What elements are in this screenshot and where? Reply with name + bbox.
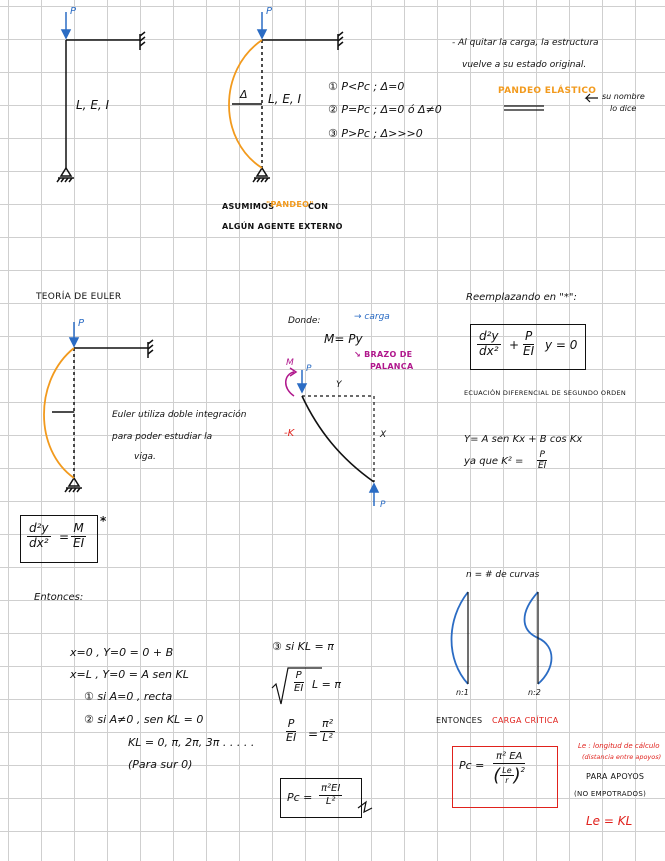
case-2: ② P=Pc ; Δ=0 ó Δ≠0 xyxy=(328,103,442,116)
critical-pc-lhs: Pc = xyxy=(459,759,485,772)
frame-2-buckled-shape xyxy=(228,39,263,169)
reemp-solution: Y= A sen Kx + B cos Kx xyxy=(464,434,583,445)
asumimos-quote: "PANDEO" xyxy=(266,200,314,209)
reemplazando-equation-box: d²y dx² + P EI y = 0 xyxy=(470,324,586,370)
pen-flourish xyxy=(357,800,373,814)
caso3-sqrt-rest: L = π xyxy=(312,678,341,691)
curva-n1 xyxy=(450,591,469,685)
reemp-ya-que: ya que K² = xyxy=(464,456,524,467)
para-apoyos: PARA APOYOS xyxy=(586,772,645,781)
note-arrow xyxy=(584,93,598,103)
entonces-title: Entonces: xyxy=(34,592,84,603)
curvas-title: n = # de curvas xyxy=(466,570,540,580)
euler-load-arrow xyxy=(68,322,80,348)
pandeo-elastico-label: PANDEO ELÁSTICO xyxy=(498,86,597,96)
asumimos-suffix: CON xyxy=(308,202,329,211)
donde-p-top: P xyxy=(306,364,312,374)
critical-load-box: Pc = π² EA ( Le r ) 2 xyxy=(452,746,558,808)
donde-y-label: Y xyxy=(336,380,342,390)
reemplazando-title: Reemplazando en "*": xyxy=(466,292,577,303)
entonces-line-2: x=L , Y=0 = A sen KL xyxy=(70,668,189,681)
euler-load-label: P xyxy=(78,318,85,329)
frame-2-drawing xyxy=(232,31,344,183)
moment-arrowhead xyxy=(289,367,298,377)
caso3-frac-right: π² L² xyxy=(320,717,336,744)
deflection-guides xyxy=(302,395,375,482)
curvas-n1: n:1 xyxy=(456,688,469,697)
donde-p-bottom: P xyxy=(380,500,386,510)
sqrt-sign xyxy=(271,667,322,705)
frame-2-load-arrow xyxy=(256,12,268,40)
ecuacion-label: ECUACIÓN DIFERENCIAL DE SEGUNDO ORDEN xyxy=(464,389,627,397)
euler-eq-star: * xyxy=(100,514,107,528)
euler-eq-lhs: d²y dx² xyxy=(27,521,51,550)
note-line-1: - Al quitar la carga, la estructura xyxy=(452,38,599,48)
note-line-2: vuelve a su estado original. xyxy=(462,60,587,70)
curvas-entonces: ENTONCES xyxy=(436,716,483,725)
le-note-line-1: Le : longitud de cálculo xyxy=(578,742,660,750)
asumimos-prefix: ASUMIMOS xyxy=(222,202,275,211)
moment-arrow xyxy=(285,371,295,397)
curvas-carga-critica: CARGA CRÍTICA xyxy=(492,716,559,725)
arrow-note-line-1: su nombre xyxy=(602,92,645,101)
caso3-pc-box: Pc = π²EI L² xyxy=(280,778,362,818)
frame-1-load-arrow xyxy=(60,12,72,40)
reemp-eq-p: P EI xyxy=(522,329,535,358)
euler-buckled-shape xyxy=(43,347,75,479)
caso3-pc-lhs: Pc = xyxy=(287,791,313,804)
entonces-line-3: ① si A=0 , recta xyxy=(84,690,173,703)
reemp-k-frac: P EI xyxy=(537,450,547,472)
entonces-line-5: KL = 0, π, 2π, 3π . . . . . xyxy=(128,736,255,749)
euler-eq-rhs: M EI xyxy=(71,521,86,550)
caso3-frac-left: P EI xyxy=(285,717,297,744)
no-empotrados: (NO EMPOTRADOS) xyxy=(574,790,647,798)
donde-x-label: X xyxy=(380,430,387,440)
euler-title: TEORÍA DE EULER xyxy=(36,292,122,302)
caso3-sqrt-frac: P EI xyxy=(293,670,304,694)
critical-pc-frac: π² EA ( Le r ) 2 xyxy=(493,751,526,786)
donde-label: Donde: xyxy=(288,316,321,326)
caso3-line-1: ③ si KL = π xyxy=(272,640,334,653)
reemp-eq-plus: + xyxy=(509,338,520,352)
euler-text-line-2: para poder estudiar la xyxy=(112,432,213,442)
curvas-n2: n:2 xyxy=(528,688,541,697)
donde-minus-k: -K xyxy=(284,428,295,439)
le-kl: Le = KL xyxy=(586,814,633,828)
donde-formula: M= Py xyxy=(324,332,363,346)
euler-frame-drawing xyxy=(52,339,154,493)
donde-moment-label: M xyxy=(286,358,294,368)
fig1-load-label: P xyxy=(70,6,77,17)
asumimos-line-2: ALGÚN AGENTE EXTERNO xyxy=(222,222,343,231)
fig2-load-label: P xyxy=(266,6,273,17)
deflection-curve xyxy=(301,395,375,483)
arrow-note-line-2: lo dice xyxy=(610,104,637,113)
entonces-line-1: x=0 , Y=0 = 0 + B xyxy=(70,646,174,659)
reemp-eq-d: d²y dx² xyxy=(477,329,501,358)
entonces-line-6: (Para sur 0) xyxy=(128,758,193,771)
caso3-pc-frac: π²EI L² xyxy=(319,783,343,807)
donde-brazo-line-2: PALANCA xyxy=(370,362,414,371)
donde-carga: → carga xyxy=(354,312,390,322)
frame-1-drawing xyxy=(56,31,146,183)
donde-load-arrow-bottom xyxy=(368,482,380,506)
critical-pc-den: ( Le r ) 2 xyxy=(493,764,526,786)
entonces-line-4: ② si A≠0 , sen KL = 0 xyxy=(84,713,204,726)
case-3: ③ P>Pc ; Δ>>>0 xyxy=(328,127,423,140)
donde-load-arrow-top xyxy=(296,370,308,394)
fig2-props-label: L, E, I xyxy=(268,92,302,106)
euler-text-line-3: viga. xyxy=(134,452,156,462)
euler-equation-box: d²y dx² = M EI xyxy=(20,515,98,563)
fig2-delta-label: Δ xyxy=(240,88,248,101)
caso3-eq: = xyxy=(308,727,319,741)
critical-pc-num: π² EA xyxy=(493,751,526,764)
fig1-props-label: L, E, I xyxy=(76,98,110,112)
euler-text-line-1: Euler utiliza doble integración xyxy=(112,410,247,420)
reemp-eq-rest: y = 0 xyxy=(545,338,578,352)
donde-brazo-line-1: ↘ BRAZO DE xyxy=(354,350,413,359)
euler-eq-equals: = xyxy=(59,530,70,544)
case-1: ① P<Pc ; Δ=0 xyxy=(328,80,405,93)
le-note-line-2: (distancia entre apoyos) xyxy=(582,753,662,761)
